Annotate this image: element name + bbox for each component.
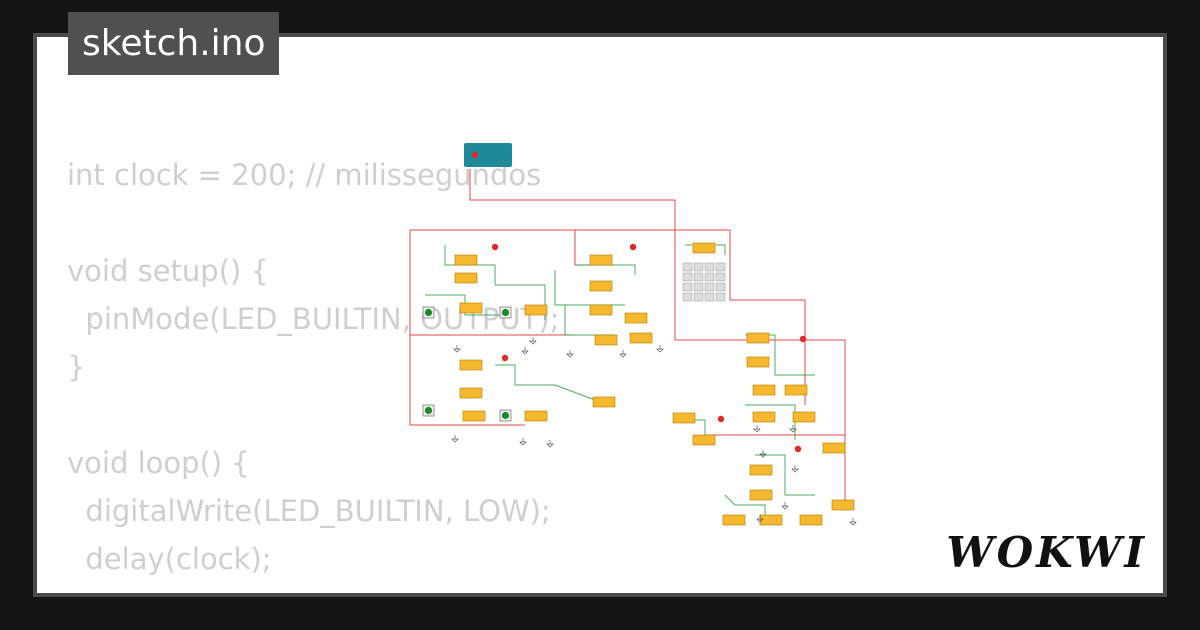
wire (495, 364, 596, 401)
ground-symbol-icon (529, 337, 537, 345)
ic-chip-icon (722, 514, 746, 526)
code-line: void setup() { (67, 254, 269, 288)
wire (409, 230, 525, 426)
wire (730, 299, 806, 405)
ground-symbol-icon (789, 425, 797, 433)
ground-symbol-icon (546, 440, 554, 448)
circuit-diagram (409, 143, 857, 526)
ic-chip-icon (454, 254, 478, 266)
led-icon (629, 243, 637, 251)
ic-chip-icon (454, 272, 478, 284)
code-line: void loop() { (67, 446, 250, 480)
ground-symbol-icon (781, 502, 789, 510)
ic-chip-icon (594, 334, 618, 346)
ground-symbol-icon (619, 350, 627, 358)
keypad-key (693, 272, 704, 282)
ic-chip-icon (752, 384, 776, 396)
ic-chip-icon (746, 356, 770, 368)
keypad-key (715, 292, 726, 302)
wire (575, 264, 636, 275)
keypad-key (715, 272, 726, 282)
pushbutton-cap (424, 406, 433, 415)
ground-symbol-icon (519, 438, 527, 446)
wire (745, 404, 796, 440)
ic-chip-icon (459, 387, 483, 399)
pushbutton-cap (424, 308, 433, 317)
ic-chip-icon (692, 434, 716, 446)
code-preview: int clock = 200; // milissegundos void se… (67, 151, 559, 593)
wire (469, 169, 676, 340)
wire (410, 229, 731, 300)
led-icon (501, 354, 509, 362)
keypad-key (715, 262, 726, 272)
ground-symbol-icon (753, 425, 761, 433)
ic-chip-icon (459, 359, 483, 371)
ic-chip-icon (792, 411, 816, 423)
keypad-key (682, 292, 693, 302)
ground-symbol-icon (656, 345, 664, 353)
ic-chip-icon (629, 332, 653, 344)
pushbutton-cap (501, 308, 510, 317)
page-title: sketch.ino (68, 12, 280, 75)
code-line: digitalWrite(LED_BUILTIN, LOW); (67, 494, 551, 528)
ic-chip-icon (589, 304, 613, 316)
ground-symbol-icon (849, 518, 857, 526)
ic-chip-icon (822, 442, 846, 454)
pushbutton-cap (501, 411, 510, 420)
keypad-key (693, 292, 704, 302)
code-line: digitalWrite(LED_BUILTIN, HIGH); (67, 583, 559, 593)
wire (574, 230, 590, 266)
ground-symbol-icon (521, 347, 529, 355)
ground-symbol-icon (756, 515, 764, 523)
code-line: int clock = 200; // milissegundos (67, 158, 542, 192)
ic-chip-icon (759, 514, 783, 526)
led-icon (471, 151, 479, 159)
ic-chip-icon (524, 304, 548, 316)
ground-symbol-icon (791, 465, 799, 473)
led-icon (717, 415, 725, 423)
ground-symbol-icon (451, 435, 459, 443)
ic-chip-icon (592, 396, 616, 408)
led-icon (794, 445, 802, 453)
keypad-key (704, 262, 715, 272)
ic-chip-icon (831, 499, 855, 511)
keypad-key (704, 272, 715, 282)
code-line: delay(clock); (67, 542, 272, 576)
code-line: } (67, 350, 86, 384)
ic-chip-icon (799, 514, 823, 526)
ic-chip-icon (589, 254, 613, 266)
keypad-key (715, 282, 726, 292)
wire (755, 454, 815, 496)
keypad-key (693, 282, 704, 292)
arduino-board-icon (464, 143, 512, 167)
ic-chip-icon (746, 332, 770, 344)
led-icon (491, 243, 499, 251)
ic-chip-icon (749, 464, 773, 476)
ic-chip-icon (524, 410, 548, 422)
keypad-key (704, 282, 715, 292)
ic-chip-icon (624, 312, 648, 324)
keypad-key (682, 262, 693, 272)
ic-chip-icon (462, 410, 486, 422)
led-icon (799, 335, 807, 343)
ic-chip-icon (589, 280, 613, 292)
wokwi-logo: WOKWI (946, 528, 1147, 577)
ic-chip-icon (749, 489, 773, 501)
ground-symbol-icon (566, 350, 574, 358)
wokwi-logo-icon: WOKWI (946, 528, 1147, 577)
keypad-key (693, 262, 704, 272)
ic-chip-icon (784, 384, 808, 396)
ic-chip-icon (459, 302, 483, 314)
preview-card: int clock = 200; // milissegundos void se… (33, 33, 1167, 597)
ic-chip-icon (672, 412, 696, 424)
ic-chip-icon (752, 411, 776, 423)
keypad-key (682, 282, 693, 292)
ic-chip-icon (692, 242, 716, 254)
ground-symbol-icon (453, 345, 461, 353)
ground-symbol-icon (759, 450, 767, 458)
keypad-key (682, 272, 693, 282)
keypad-key (704, 292, 715, 302)
